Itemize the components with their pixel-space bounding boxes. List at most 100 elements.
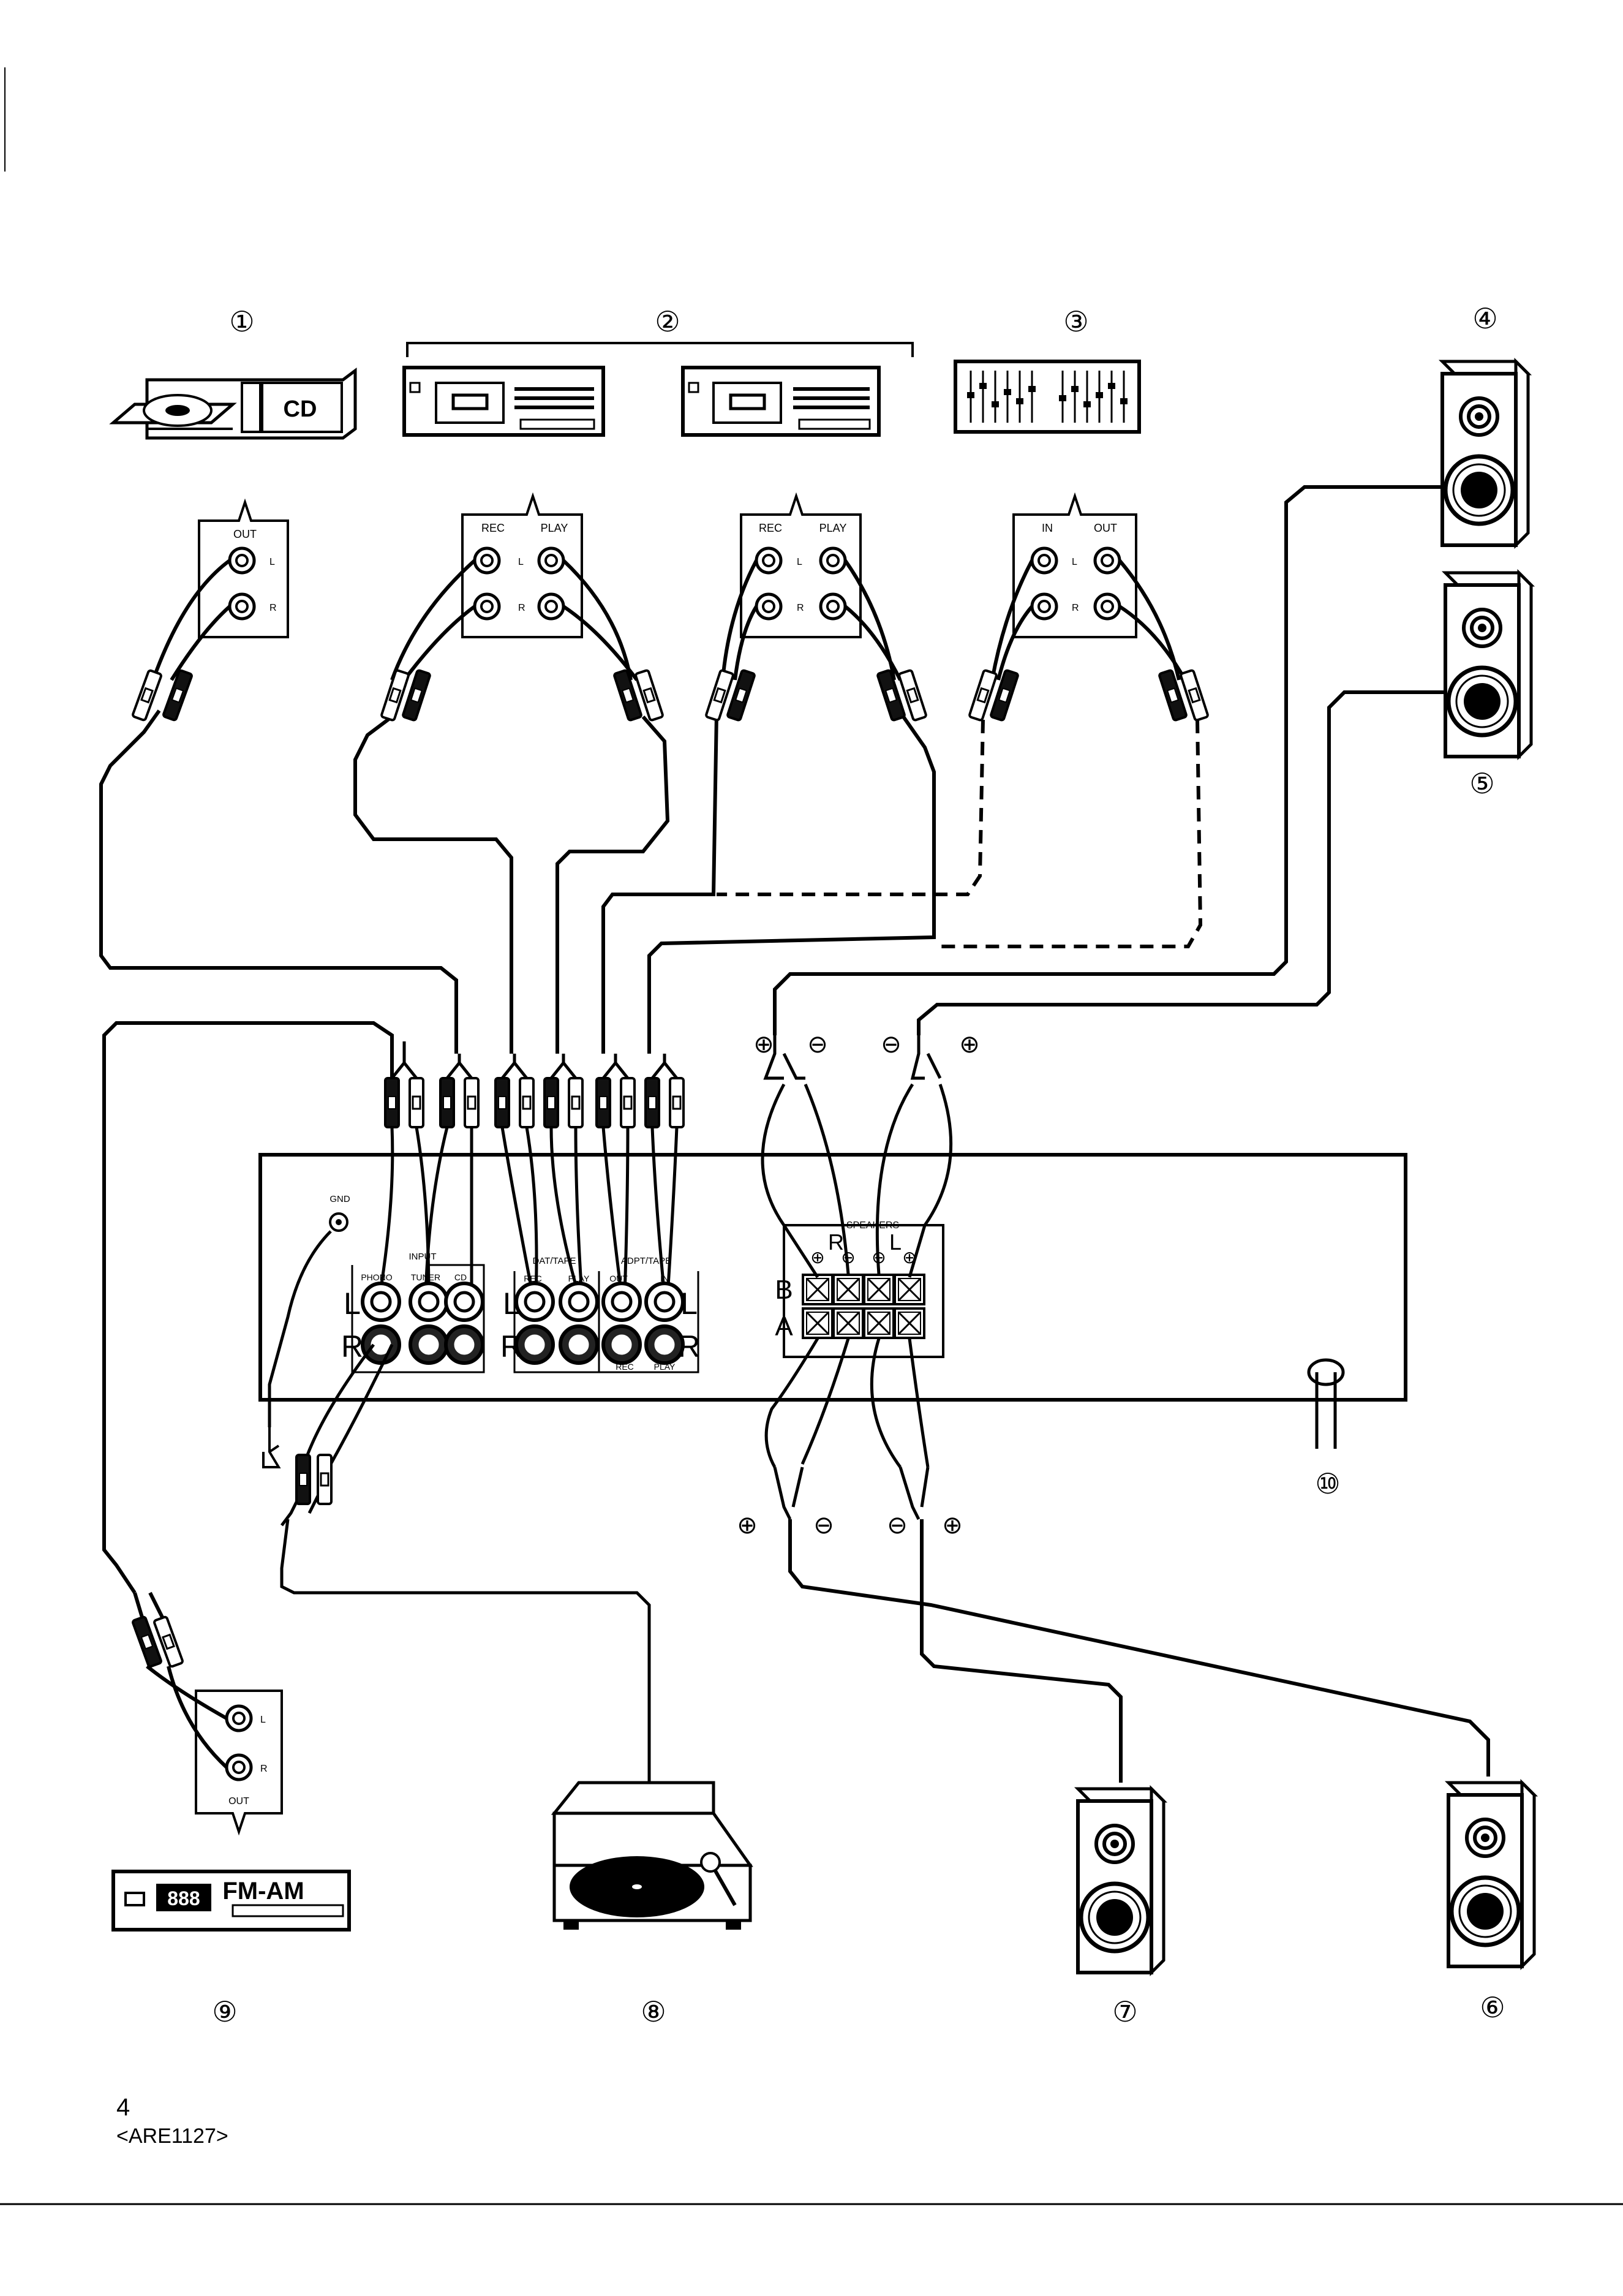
- tuner-label: FM-AM: [222, 1878, 304, 1905]
- adpt-play-label: PLAY: [654, 1362, 676, 1372]
- callout-6: ⑥: [1480, 1992, 1505, 2023]
- row-b-label: B: [775, 1275, 793, 1305]
- speaker-7: [1078, 1789, 1164, 1973]
- eq-dashed-links: [717, 719, 1203, 948]
- speaker-r-label: R: [828, 1229, 844, 1255]
- callout-7: ⑦: [1112, 1996, 1137, 2028]
- equalizer-panel: IN OUT L R: [1012, 492, 1137, 638]
- phono-cables: [280, 1343, 651, 1783]
- tuner-plugs: [130, 1615, 185, 1669]
- callout-2: ②: [655, 306, 680, 338]
- speaker-6: [1448, 1783, 1534, 1966]
- callout-8: ⑧: [641, 1996, 666, 2028]
- cd-player: CD: [109, 368, 357, 440]
- tape2-r-label: R: [797, 603, 804, 613]
- dat-tape-label: DAT/TAPE: [532, 1256, 576, 1266]
- polarity-minus-2: ⊖: [881, 1031, 902, 1058]
- power-cord: [1307, 1358, 1345, 1449]
- tuner-display: 888: [167, 1887, 200, 1909]
- dat-rec-label: REC: [524, 1274, 542, 1283]
- polarity-plus-2: ⊕: [959, 1031, 980, 1058]
- tape-deck-group-bracket: [406, 342, 914, 357]
- callout-1: ①: [229, 306, 254, 338]
- top-polarity-marks: ⊕ ⊖ ⊖ ⊕: [753, 1031, 980, 1058]
- tuner-cable: [102, 1021, 394, 1594]
- tape-deck-2: [681, 366, 881, 437]
- tape1-play-label: PLAY: [541, 522, 568, 534]
- tuner-label: TUNER: [411, 1272, 440, 1282]
- bottom-speaker-lugs: [773, 1467, 930, 1520]
- amplifier-input-plugs: [384, 1077, 685, 1128]
- tape1-r-label: R: [518, 603, 525, 613]
- polarity-minus-1: ⊖: [807, 1031, 828, 1058]
- tuner-r-label: R: [260, 1764, 268, 1774]
- polarity-plus-4: ⊕: [942, 1512, 963, 1539]
- tuner-out-label: OUT: [228, 1796, 249, 1807]
- tape1-rec-label: REC: [481, 522, 505, 534]
- bottom-polarity-marks: ⊕ ⊖ ⊖ ⊕: [737, 1512, 963, 1539]
- document-code: <ARE1127>: [116, 2124, 228, 2148]
- right-marker-1: R: [341, 1329, 363, 1364]
- tape2-rec-label: REC: [759, 522, 782, 534]
- cd-out-label: OUT: [233, 528, 257, 540]
- phono-plugs: [262, 1427, 333, 1505]
- speaker-terminals: SPEAKERS R L ⊕ ⊖ ⊖ ⊕ B A: [775, 1220, 944, 1358]
- cd-input-label: CD: [454, 1272, 467, 1282]
- polarity-plus-3: ⊕: [737, 1512, 758, 1539]
- tape2-l-label: L: [797, 557, 802, 567]
- row-a-label: A: [775, 1312, 793, 1342]
- eq-l-label: L: [1072, 557, 1077, 567]
- tuner-output-panel: L R OUT: [195, 1690, 283, 1836]
- tape-deck-2-panel: REC PLAY L R: [740, 492, 862, 638]
- gnd-terminal: GND: [268, 1194, 350, 1427]
- callout-9: ⑨: [212, 1996, 237, 2028]
- polarity-minus-4: ⊖: [887, 1512, 908, 1539]
- top-plug-pairs: [130, 668, 1210, 722]
- speaker-4: [1442, 361, 1528, 545]
- dat-play-label: PLAY: [568, 1274, 590, 1283]
- top-cables: [99, 485, 1445, 1054]
- tuner: 888 FM-AM: [111, 1870, 351, 1932]
- callout-5: ⑤: [1469, 768, 1494, 799]
- cd-player-label: CD: [284, 396, 317, 422]
- amp-tape-jacks: DAT/TAPE REC PLAY ADPT/TAPE OUT IN REC P…: [500, 1256, 700, 1373]
- left-marker-1: L: [344, 1286, 361, 1321]
- speakers-label: SPEAKERS: [846, 1220, 899, 1231]
- tuner-l-label: L: [260, 1715, 266, 1725]
- bottom-speaker-cables: [788, 1519, 1490, 1783]
- amp-input-jacks: INPUT PHONO TUNER CD L R: [341, 1252, 485, 1373]
- input-label: INPUT: [409, 1252, 437, 1262]
- tape1-l-label: L: [518, 557, 524, 567]
- eq-out-label: OUT: [1094, 522, 1117, 534]
- graphic-equalizer: [954, 360, 1141, 434]
- plug-branch-lines: [378, 1041, 679, 1296]
- callout-labels: ① ② ③ ④ ⑤ ⑥ ⑦ ⑧ ⑨ ⑩: [212, 303, 1505, 2028]
- speaker-wires: [761, 1083, 953, 1468]
- cd-output-panel: OUT L R: [198, 498, 289, 638]
- speaker-5: [1445, 573, 1531, 757]
- page-number: 4: [116, 2094, 130, 2121]
- tape-deck-1: [402, 366, 605, 437]
- tape2-play-label: PLAY: [819, 522, 847, 534]
- polarity-minus-3: ⊖: [813, 1512, 834, 1539]
- term-plus-1: ⊕: [810, 1248, 824, 1267]
- cd-l-label: L: [269, 557, 275, 567]
- eq-r-label: R: [1072, 603, 1079, 613]
- callout-10: ⑩: [1315, 1468, 1340, 1500]
- speaker-l-label: L: [889, 1229, 902, 1255]
- phono-label: PHONO: [361, 1272, 392, 1282]
- gnd-label: GND: [329, 1194, 350, 1204]
- callout-3: ③: [1063, 306, 1088, 338]
- tape-deck-1-panel: REC PLAY L R: [461, 492, 583, 638]
- eq-dashed-cables: [990, 559, 1187, 681]
- adpt-out-label: OUT: [609, 1274, 628, 1283]
- adpt-tape-label: ADPT/TAPE: [621, 1256, 671, 1266]
- top-speaker-lugs: [763, 1035, 942, 1080]
- adpt-in-label: IN: [660, 1274, 669, 1283]
- cd-r-label: R: [269, 603, 277, 613]
- eq-in-label: IN: [1042, 522, 1053, 534]
- polarity-plus-1: ⊕: [753, 1031, 774, 1058]
- turntable: [551, 1781, 753, 1930]
- callout-4: ④: [1472, 303, 1497, 334]
